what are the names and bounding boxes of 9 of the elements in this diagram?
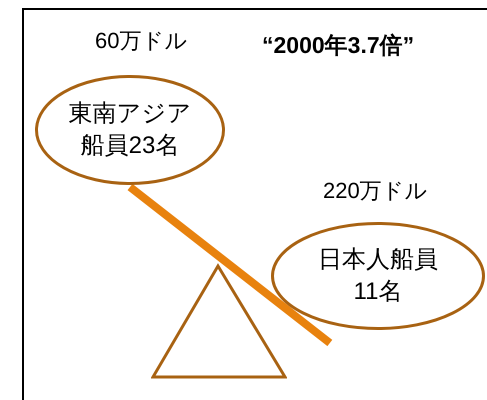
- node-label: 東南アジア船員23名: [68, 99, 192, 161]
- oval-node: [35, 75, 225, 185]
- oval-node: [271, 222, 485, 330]
- price-label: 60万ドル: [95, 27, 188, 55]
- seesaw-beam: [128, 184, 332, 346]
- price-label: 220万ドル: [323, 177, 428, 205]
- node-label: 日本人船員11名: [317, 245, 439, 307]
- title: “2000年3.7倍”: [262, 31, 414, 60]
- fulcrum-triangle: [151, 263, 287, 379]
